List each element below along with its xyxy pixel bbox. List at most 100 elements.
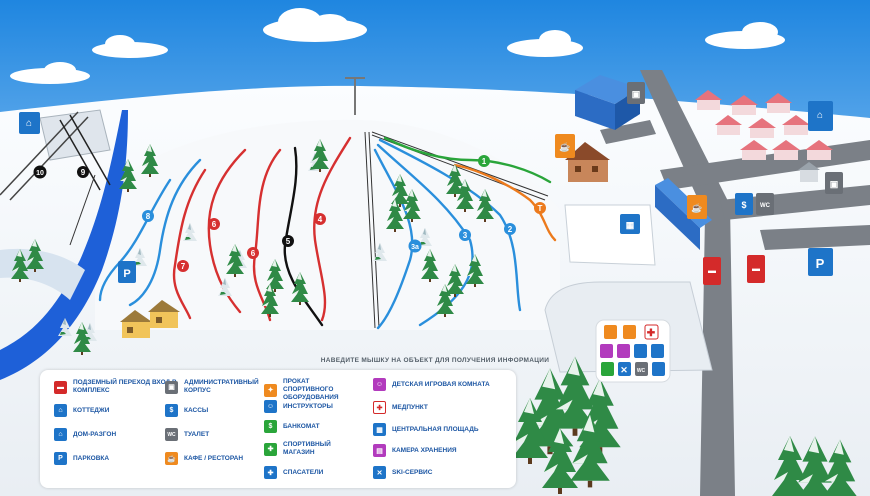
cottage-icon: ⌂ — [54, 404, 67, 417]
svg-text:10: 10 — [36, 170, 44, 177]
svg-text:✚: ✚ — [647, 328, 656, 339]
clouds — [10, 8, 785, 84]
legend-item-guest-house[interactable]: ⌂ ДОМ-РАЗГОН — [54, 428, 204, 441]
ticket-office-icon: $ — [165, 404, 178, 417]
instructors-icon: ☺ — [264, 400, 277, 413]
svg-text:▣: ▣ — [632, 89, 641, 99]
restaurant-building[interactable] — [565, 142, 610, 182]
legend-label: КАМЕРА ХРАНЕНИЯ — [392, 446, 457, 454]
svg-text:⌂: ⌂ — [26, 118, 32, 129]
trail-marker-6a: 6 — [247, 247, 259, 259]
trail-marker-8: 8 — [142, 210, 154, 222]
trail-marker-9: 9 — [77, 166, 89, 178]
legend-item-rental[interactable]: ✦ ПРОКАТ СПОРТИВНОГО ОБОРУДОВАНИЯ — [264, 378, 414, 402]
legend-panel: ▬ ПОДЗЕМНЫЙ ПЕРЕХОД ВХОД В КОМПЛЕКС ⌂ КО… — [40, 370, 516, 488]
legend-label: ДЕТСКАЯ ИГРОВАЯ КОМНАТА — [392, 380, 490, 388]
svg-text:$: $ — [741, 200, 746, 210]
legend-item-cottages[interactable]: ⌂ КОТТЕДЖИ — [54, 404, 204, 417]
trail-marker-t: Т — [534, 202, 546, 214]
svg-text:8: 8 — [146, 212, 151, 221]
legend-item-cafe[interactable]: ☕ КАФЕ / РЕСТОРАН — [165, 452, 315, 465]
legend-label: АДМИНИСТРАТИВНЫЙ КОРПУС — [184, 379, 259, 394]
underpass-map-icon-2: ▬ — [747, 255, 765, 283]
trail-marker-6b: 6 — [208, 218, 220, 230]
legend-label: ПРОКАТ СПОРТИВНОГО ОБОРУДОВАНИЯ — [283, 378, 339, 401]
svg-text:6: 6 — [212, 220, 217, 229]
legend-label: ИНСТРУКТОРЫ — [283, 402, 333, 410]
legend-label: КАФЕ / РЕСТОРАН — [184, 454, 244, 462]
underpass-map-icon-1: ▬ — [703, 257, 721, 285]
legend-item-first-aid[interactable]: ✚ МЕДПУНКТ — [373, 401, 523, 414]
svg-text:☕: ☕ — [559, 141, 570, 152]
trail-marker-10: 10 — [33, 165, 47, 179]
legend-item-admin[interactable]: ▣ АДМИНИСТРАТИВНЫЙ КОРПУС — [165, 379, 315, 395]
svg-text:▦: ▦ — [626, 220, 635, 230]
legend-item-kids-room[interactable]: ☺ ДЕТСКАЯ ИГРОВАЯ КОМНАТА — [373, 378, 523, 391]
trail-marker-5: 5 — [282, 235, 294, 247]
svg-text:3a: 3a — [411, 244, 419, 251]
admin-building-icon: ▣ — [165, 380, 178, 394]
central-square-icon: ▦ — [373, 423, 386, 436]
legend-item-instructors[interactable]: ☺ ИНСТРУКТОРЫ — [264, 400, 414, 413]
trail-marker-3: 3 — [459, 229, 471, 241]
legend-item-underpass[interactable]: ▬ ПОДЗЕМНЫЙ ПЕРЕХОД ВХОД В КОМПЛЕКС — [54, 379, 204, 395]
svg-text:WC: WC — [760, 203, 771, 209]
first-aid-icon: ✚ — [373, 401, 386, 414]
lift-station-left[interactable] — [0, 109, 111, 201]
sport-shop-icon: ✚ — [264, 442, 277, 456]
central-square[interactable] — [564, 204, 656, 266]
svg-text:✕: ✕ — [620, 365, 628, 375]
svg-text:P: P — [123, 268, 130, 280]
admin-map-icon: ▣ — [627, 82, 645, 104]
guest-house-icon: ⌂ — [54, 428, 67, 441]
legend-item-parking[interactable]: P ПАРКОВКА — [54, 452, 204, 465]
svg-text:9: 9 — [81, 168, 86, 177]
svg-text:▬: ▬ — [708, 266, 716, 275]
parking-icon: P — [54, 452, 67, 465]
legend-label: БАНКОМАТ — [283, 422, 320, 430]
square-map-icon: ▦ — [620, 214, 640, 234]
legend-label: ЦЕНТРАЛЬНАЯ ПЛОЩАДЬ — [392, 425, 479, 433]
legend-label: SKI-СЕРВИС — [392, 468, 433, 476]
ski-trails[interactable] — [98, 136, 557, 330]
svg-text:6: 6 — [251, 249, 256, 258]
cottages-slope[interactable] — [120, 300, 180, 338]
svg-text:1: 1 — [482, 157, 487, 166]
admin-map-icon-2: ▣ — [825, 172, 843, 194]
legend-label: СПАСАТЕЛИ — [283, 468, 324, 476]
legend-label: КОТТЕДЖИ — [73, 406, 110, 414]
legend-item-central-square[interactable]: ▦ ЦЕНТРАЛЬНАЯ ПЛОЩАДЬ — [373, 423, 523, 436]
lift-top-station[interactable] — [345, 77, 365, 115]
legend-item-storage[interactable]: ▤ КАМЕРА ХРАНЕНИЯ — [373, 444, 523, 457]
svg-text:▬: ▬ — [752, 264, 760, 273]
svg-text:7: 7 — [181, 262, 186, 271]
trail-marker-1: 1 — [478, 155, 490, 167]
kids-room-icon: ☺ — [373, 378, 386, 391]
svg-text:P: P — [816, 256, 825, 271]
trail-markers[interactable]: 1 2 3 3a 4 5 6 6 7 8 9 10 Т — [33, 155, 547, 272]
complex-services-panel: ✚ ✕ WC — [595, 319, 671, 383]
ski-service-icon: ✕ — [373, 466, 386, 479]
atm-icon: $ — [264, 420, 277, 433]
legend-item-ski-service[interactable]: ✕ SKI-СЕРВИС — [373, 466, 523, 479]
rental-icon: ✦ — [264, 383, 277, 397]
rescue-icon: ✚ — [264, 466, 277, 479]
legend-label: КАССЫ — [184, 406, 209, 414]
legend-item-atm[interactable]: $ БАНКОМАТ — [264, 420, 414, 433]
legend-label: ДОМ-РАЗГОН — [73, 430, 117, 438]
legend-item-rescue[interactable]: ✚ СПАСАТЕЛИ — [264, 466, 414, 479]
svg-text:▣: ▣ — [830, 179, 839, 189]
legend-item-toilet[interactable]: WC ТУАЛЕТ — [165, 428, 315, 441]
legend-item-cash[interactable]: $ КАССЫ — [165, 404, 315, 417]
cottages-village[interactable] — [695, 90, 833, 182]
svg-text:WC: WC — [637, 368, 646, 374]
restaurant-map-icon: ☕ — [555, 134, 575, 158]
svg-text:4: 4 — [318, 215, 323, 224]
legend-item-sport-shop[interactable]: ✚ СПОРТИВНЫЙ МАГАЗИН — [264, 441, 414, 457]
cafe-icon: ☕ — [165, 452, 178, 465]
cash-map-icon: $ — [735, 193, 753, 215]
underpass-icon: ▬ — [54, 380, 67, 394]
map-icons[interactable]: ⌂ ▣ ⌂ ☕ ☕ ▣ $ WC ▦ ▬ ▬ P P ✚ ✕ — [19, 82, 843, 383]
